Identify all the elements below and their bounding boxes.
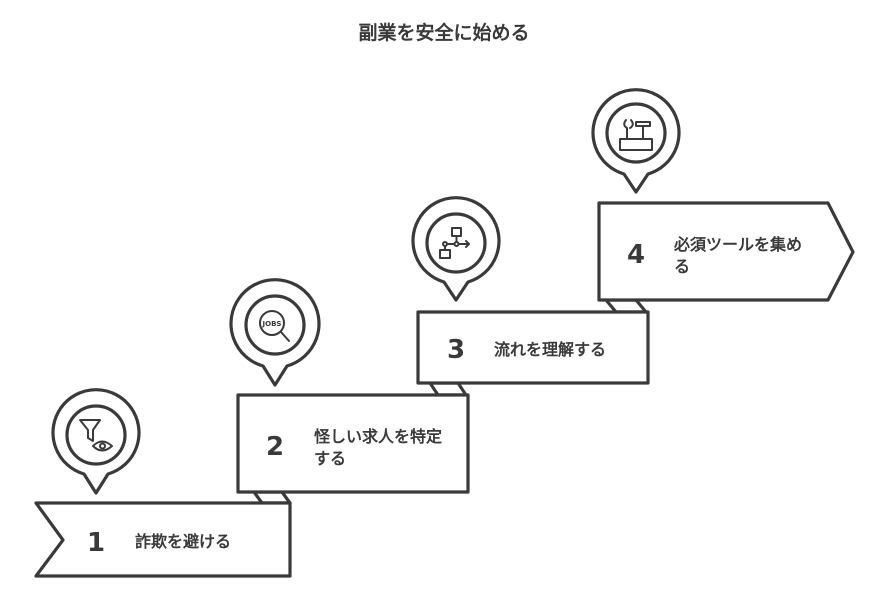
step-1-box <box>34 501 292 578</box>
connector-tab <box>428 381 468 397</box>
step-3-label: 流れを理解する <box>494 340 607 359</box>
step-4-label: 必須ツールを集める <box>674 235 803 276</box>
step-2-label: 怪しい求人を特定する <box>314 427 443 468</box>
step-3-marker <box>411 196 501 302</box>
diagram-title: 副業を安全に始める <box>358 22 530 44</box>
step-4-marker <box>591 88 681 194</box>
flowchart-icon <box>439 227 470 259</box>
step-3-box <box>416 310 650 385</box>
jobs-icon-text: JOBS <box>262 320 282 328</box>
jobs-search-icon: JOBS <box>259 310 290 342</box>
step-1-marker <box>51 388 141 495</box>
step-2-marker: JOBS <box>229 278 321 387</box>
connector-tab <box>252 490 292 505</box>
toolbox-icon <box>619 119 653 151</box>
filter-eye-icon <box>79 419 113 452</box>
connector-tab <box>604 298 648 314</box>
step-1-label: 詐欺を避ける <box>135 532 232 551</box>
step-2-number: 2 <box>265 432 285 462</box>
step-1-number: 1 <box>86 528 106 558</box>
step-4-number: 4 <box>626 240 646 270</box>
step-2-box <box>236 393 470 494</box>
step-3-number: 3 <box>446 335 466 365</box>
step-4-box <box>597 201 855 302</box>
